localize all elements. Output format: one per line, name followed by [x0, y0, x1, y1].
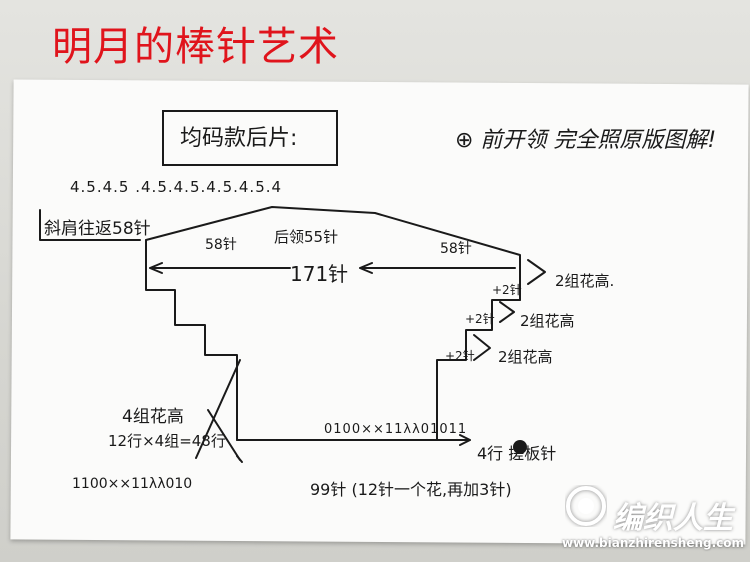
- top-numbers: 4.5.4.5 .4.5.4.5.4.5.4.5.4: [70, 178, 283, 196]
- back-neck-label: 后领55针: [274, 228, 339, 246]
- bottom-label: 99针 (12针一个花,再加3针): [310, 480, 512, 499]
- width-arrow-right: [359, 262, 516, 274]
- raglan-dot: [513, 440, 527, 454]
- left-label-rows: 12行×4组=48行: [108, 432, 226, 450]
- left-label-stitch-code: 1100××11λλ010: [72, 476, 193, 492]
- right-bracket-1: [527, 259, 546, 285]
- shoulder-right-label: 58针: [440, 241, 472, 257]
- right-side-steps: [436, 299, 521, 441]
- page-title: 明月的棒针艺术: [52, 24, 339, 70]
- watermark-url: www.bianzhirensheng.com: [562, 536, 745, 550]
- shoulder-left-label: 58针: [205, 237, 237, 253]
- right-bracket-2: [499, 301, 515, 323]
- width-arrow-left: [149, 262, 291, 274]
- hem-arrow: [239, 434, 471, 446]
- shoulder-line: [145, 206, 521, 301]
- title-box: [162, 110, 338, 166]
- plus-label-2: +2针: [465, 312, 495, 326]
- right-label-2: 2组花高: [520, 312, 575, 330]
- right-label-1: 2组花高.: [555, 272, 615, 290]
- plus-label-1: +2针: [492, 283, 522, 297]
- right-bracket-3: [473, 334, 491, 361]
- left-bracket: [39, 209, 141, 241]
- diagonal-arrow: [195, 359, 241, 459]
- left-side-steps: [145, 239, 238, 441]
- width-label: 171针: [290, 262, 349, 286]
- left-top-label: 斜肩往返58针: [44, 219, 151, 239]
- hem-corner: [236, 455, 243, 463]
- box-label: 均码款后片:: [180, 126, 298, 151]
- diagonal-cross: [207, 409, 241, 461]
- watermark-logo-icon: [566, 486, 606, 526]
- rib-label: 0100××11λλ01011: [324, 422, 468, 437]
- right-label-3: 2组花高: [498, 348, 553, 366]
- raglan-label: 4行 搓板针: [477, 444, 557, 463]
- left-label-pattern-height: 4组花高: [122, 407, 184, 427]
- note-text: ⊕ 前开领 完全照原版图解!: [455, 128, 717, 153]
- watermark-name: 编织人生: [613, 501, 733, 536]
